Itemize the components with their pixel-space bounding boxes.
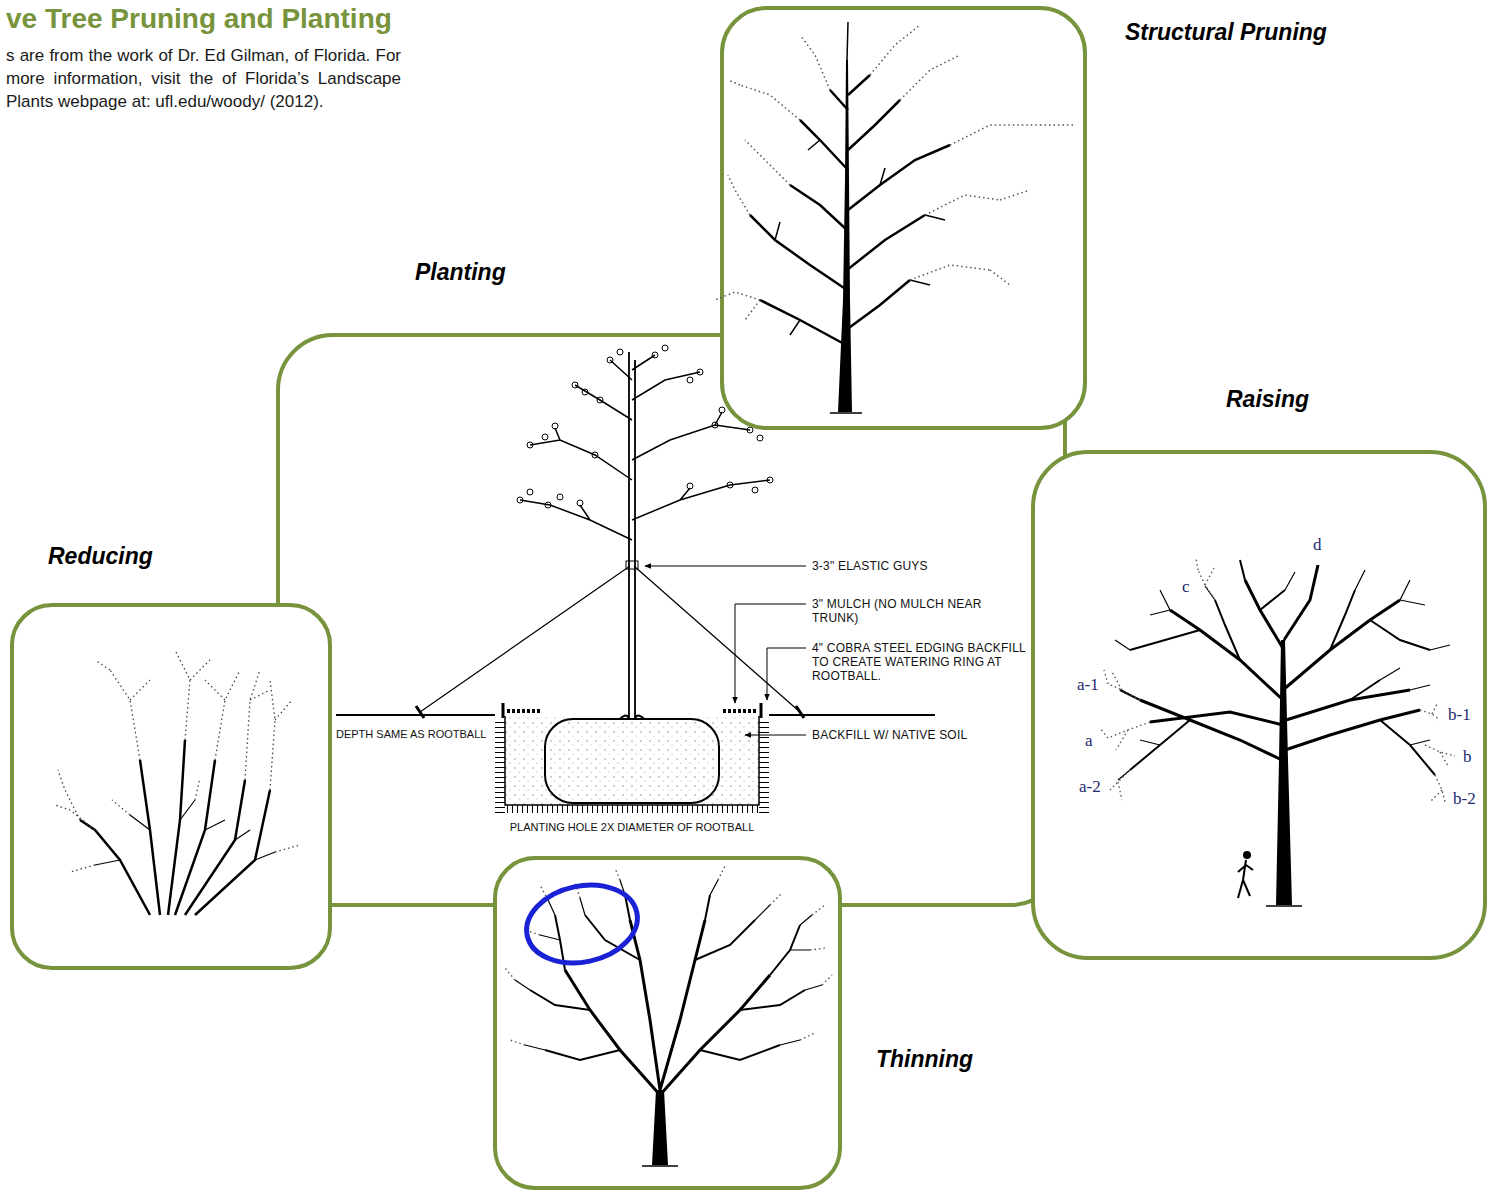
- thinning-panel-art: [495, 858, 840, 1188]
- tree-trunk: [652, 1090, 668, 1165]
- twigs: [1115, 570, 1450, 780]
- label-holder: b: [1462, 748, 1473, 766]
- main-branches: [565, 920, 770, 1095]
- technique-panel: Structural Pruning: [722, 8, 1085, 428]
- rootball: [545, 719, 719, 803]
- label-holder: s are from the work of Dr. Ed Gilman, of…: [6, 44, 401, 113]
- panel-outline: [1033, 452, 1485, 958]
- label-holder: PLANTING HOLE 2X DIAMETER OF ROOTBALL: [510, 821, 755, 834]
- twigs: [515, 880, 822, 1050]
- mulch: [507, 709, 757, 713]
- branch-letter: b-2: [1452, 790, 1477, 808]
- technique-panel: Thinning: [495, 858, 840, 1188]
- tree-trunk: [1276, 640, 1292, 905]
- callout-text: DEPTH SAME AS ROOTBALL: [336, 728, 486, 741]
- callout-text: 3-3" ELASTIC GUYS: [812, 559, 928, 573]
- tree-trunk: [838, 60, 852, 412]
- label-holder: DEPTH SAME AS ROOTBALL: [336, 728, 486, 741]
- branch-letter: a-2: [1078, 778, 1102, 796]
- rootball-soil: [547, 721, 717, 801]
- leader-line: [645, 566, 806, 567]
- planting-hole: [505, 716, 759, 805]
- label-holder: a-2: [1078, 778, 1102, 796]
- branch-letter: b-1: [1447, 706, 1472, 724]
- pruned-tips: [55, 650, 300, 872]
- page-title: ve Tree Pruning and Planting: [6, 2, 392, 36]
- hole-wall: [759, 718, 769, 813]
- label-holder: 3-3" ELASTIC GUYS: [812, 559, 928, 573]
- label-holder: BACKFILL W/ NATIVE SOIL: [812, 728, 967, 742]
- branch-letter: a-1: [1076, 676, 1100, 694]
- panel-outline: [12, 605, 330, 968]
- label-holder: a-1: [1076, 676, 1100, 694]
- panel-heading: Thinning: [876, 1045, 973, 1073]
- twigs: [775, 140, 945, 335]
- callout-text: BACKFILL W/ NATIVE SOIL: [812, 728, 967, 742]
- branch-letter: c: [1181, 578, 1191, 596]
- scaffold-branches: [750, 75, 950, 345]
- title-holder: ve Tree Pruning and Planting: [6, 2, 392, 36]
- branch-letter: b: [1462, 748, 1473, 766]
- ground-mark: [1266, 905, 1302, 907]
- branch-letter: d: [1312, 536, 1323, 554]
- label-holder: a: [1084, 732, 1094, 750]
- jogger-head: [1243, 851, 1251, 859]
- branches: [1120, 560, 1435, 775]
- label-holder: 3" MULCH (NO MULCH NEAR TRUNK): [812, 597, 1027, 625]
- technique-panel: Raising: [1033, 452, 1485, 958]
- label-holder: 4" COBRA STEEL EDGING BACKFILL TO CREATE…: [812, 641, 1027, 683]
- jogger-figure: [1238, 860, 1253, 898]
- structural-panel-art: [715, 8, 1085, 428]
- hole-bottom: [505, 805, 759, 813]
- raising-panel-art: [1033, 452, 1485, 958]
- guy-stake: [416, 706, 804, 718]
- label-holder: c: [1181, 578, 1191, 596]
- technique-panel: Reducing: [12, 605, 330, 968]
- panel-heading: Raising: [1226, 385, 1309, 413]
- pruned-branches: [715, 25, 1075, 320]
- label-holder: b-1: [1447, 706, 1472, 724]
- branch-letter: a: [1084, 732, 1094, 750]
- guy-wire: [420, 566, 800, 712]
- panel-heading: Structural Pruning: [1125, 18, 1327, 46]
- twigs: [95, 800, 275, 865]
- ground-mark: [642, 1165, 678, 1167]
- leader-line: [745, 735, 806, 736]
- label-holder: d: [1312, 536, 1323, 554]
- panel-heading: Reducing: [48, 542, 153, 570]
- branches: [530, 895, 805, 1060]
- steel-edging: [503, 703, 761, 718]
- leader-line: [735, 604, 806, 703]
- callout-text: 3" MULCH (NO MULCH NEAR TRUNK): [812, 597, 1027, 625]
- callout-text: 4" COBRA STEEL EDGING BACKFILL TO CREATE…: [812, 641, 1027, 683]
- panel-outline: [495, 858, 840, 1188]
- backfill-soil: [505, 716, 759, 805]
- callout-text: PLANTING HOLE 2X DIAMETER OF ROOTBALL: [510, 821, 755, 834]
- guy-collar: [626, 561, 638, 569]
- intro-note: s are from the work of Dr. Ed Gilman, of…: [6, 44, 401, 113]
- leader-line: [767, 648, 806, 700]
- stems: [80, 740, 270, 915]
- highlight-ellipse: [519, 875, 644, 973]
- thinned-tips: [505, 866, 832, 1045]
- reducing-panel-art: [12, 605, 330, 968]
- pruned-limbs: [1100, 558, 1455, 802]
- label-holder: b-2: [1452, 790, 1477, 808]
- panel-outline: [722, 8, 1085, 428]
- panel-heading: Planting: [415, 258, 506, 286]
- hole-wall: [495, 718, 505, 813]
